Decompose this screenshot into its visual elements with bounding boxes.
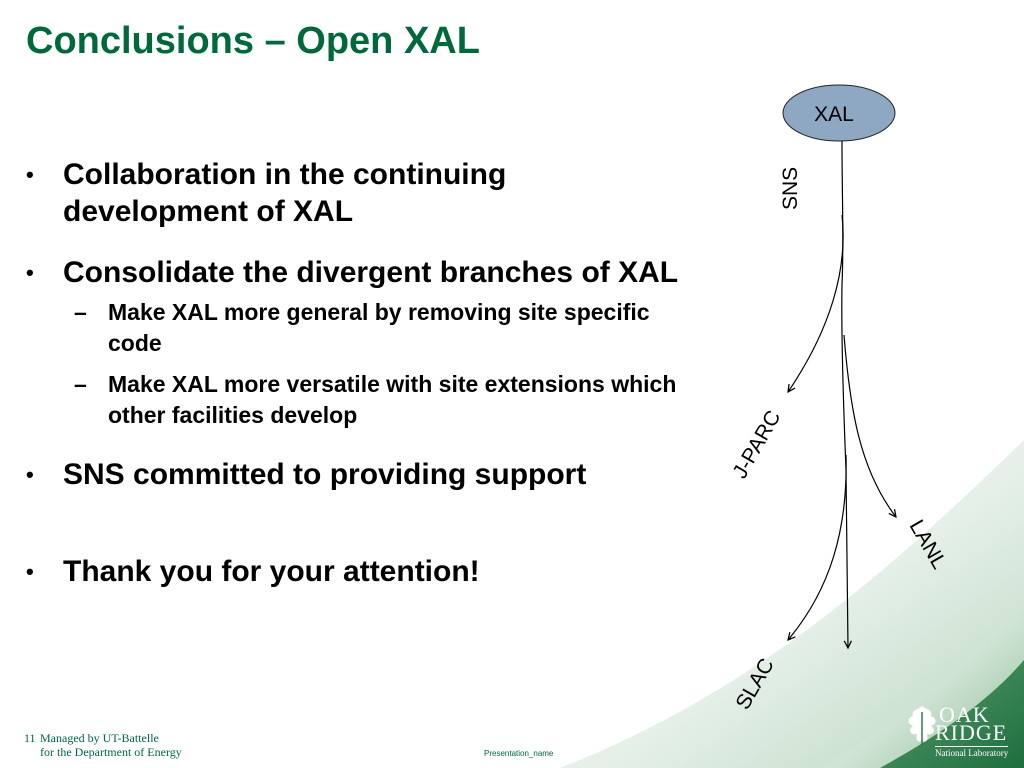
- branch-slac: [788, 454, 847, 640]
- bullet-glyph: •: [26, 260, 34, 285]
- slide-title: Conclusions – Open XAL: [26, 20, 480, 62]
- bullet-item: • Collaboration in the continuing develo…: [26, 156, 686, 230]
- lanl-label: LANL: [905, 516, 951, 573]
- branch-lanl: [843, 334, 896, 517]
- logo-subtitle: National Laboratory: [935, 746, 1009, 758]
- bullet-item: • SNS committed to providing support: [26, 456, 686, 493]
- slac-label: SLAC: [731, 654, 778, 713]
- bullet-text: Thank you for your attention!: [63, 555, 480, 588]
- xal-root-label: XAL: [814, 103, 854, 126]
- bullet-item: • Consolidate the divergent branches of …: [26, 254, 686, 291]
- ornl-logo: OAK RIDGE National Laboratory: [905, 700, 1017, 764]
- sub-bullet-item: – Make XAL more general by removing site…: [26, 297, 686, 359]
- bullet-text: SNS committed to providing support: [63, 458, 587, 491]
- logo-oak-text: OAK: [939, 702, 990, 727]
- bullet-text: Collaboration in the continuing developm…: [63, 158, 507, 228]
- slide-number: 11: [24, 731, 36, 745]
- footer-doe-line: for the Department of Energy: [40, 745, 182, 759]
- xal-root-node: [782, 84, 896, 142]
- sub-bullet-text: Make XAL more versatile with site extens…: [108, 371, 677, 428]
- bullet-item: • Thank you for your attention!: [26, 553, 686, 590]
- bullet-text: Consolidate the divergent branches of XA…: [63, 256, 679, 289]
- sns-label: SNS: [779, 167, 802, 210]
- logo-ridge-text: RIDGE: [935, 720, 1008, 745]
- jparc-label: J-PARC: [728, 407, 785, 483]
- bullet-glyph: •: [26, 462, 34, 487]
- sub-bullet-text: Make XAL more general by removing site s…: [108, 299, 650, 356]
- bullet-glyph: •: [26, 162, 34, 187]
- sub-bullet-item: – Make XAL more versatile with site exte…: [26, 369, 686, 431]
- sub-bullet-glyph: –: [74, 371, 87, 397]
- branch-jparc: [788, 214, 844, 392]
- oak-leaf-icon: [908, 706, 936, 746]
- bullet-glyph: •: [26, 559, 34, 584]
- sub-bullet-glyph: –: [74, 299, 87, 325]
- footer-managed-line: Managed by UT-Battelle: [40, 731, 159, 745]
- bullet-list: • Collaboration in the continuing develo…: [26, 156, 686, 590]
- presentation-name: Presentation_name: [484, 749, 554, 758]
